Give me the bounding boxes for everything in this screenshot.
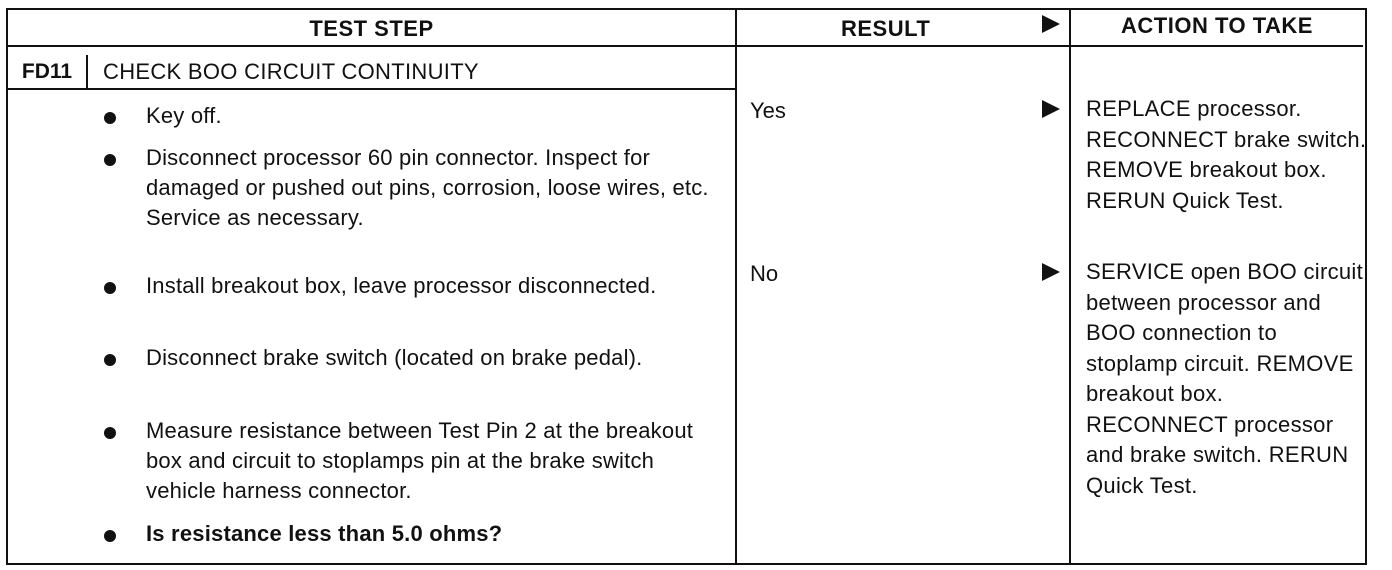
action-no: SERVICE open BOO circuit between process…	[1086, 259, 1364, 498]
step-instruction: Key off.	[146, 103, 222, 128]
result-yes: Yes	[750, 98, 786, 123]
bullet-icon	[104, 282, 116, 294]
arrow-right-icon	[1042, 15, 1060, 33]
step-title: CHECK BOO CIRCUIT CONTINUITY	[103, 58, 479, 84]
arrow-right-icon	[1042, 263, 1060, 281]
result-no: No	[750, 261, 779, 286]
bullet-icon	[104, 154, 116, 166]
header-test-step: TEST STEP	[309, 15, 434, 41]
step-code: FD11	[8, 55, 88, 88]
bullet-icon	[104, 427, 116, 439]
header-rule	[8, 45, 1363, 47]
bullet-icon	[104, 530, 116, 542]
step-instruction: Install breakout box, leave processor di…	[146, 273, 657, 298]
step-title-rule	[8, 88, 735, 90]
step-question: Is resistance less than 5.0 ohms?	[146, 521, 503, 546]
column-divider-action	[1069, 10, 1071, 563]
step-instruction: Disconnect brake switch (located on brak…	[146, 345, 643, 370]
step-instruction: Measure resistance between Test Pin 2 at…	[146, 418, 694, 503]
action-yes: REPLACE processor. RECONNECT brake switc…	[1086, 96, 1367, 213]
header-action: ACTION TO TAKE	[1121, 12, 1313, 38]
bullet-icon	[104, 354, 116, 366]
bullet-icon	[104, 112, 116, 124]
column-divider-result	[735, 10, 737, 563]
step-instruction: Disconnect processor 60 pin connector. I…	[146, 145, 709, 230]
header-result: RESULT	[841, 15, 931, 41]
arrow-right-icon	[1042, 100, 1060, 118]
diagnostic-table: TEST STEP RESULT ACTION TO TAKE FD11 CHE…	[6, 8, 1367, 565]
